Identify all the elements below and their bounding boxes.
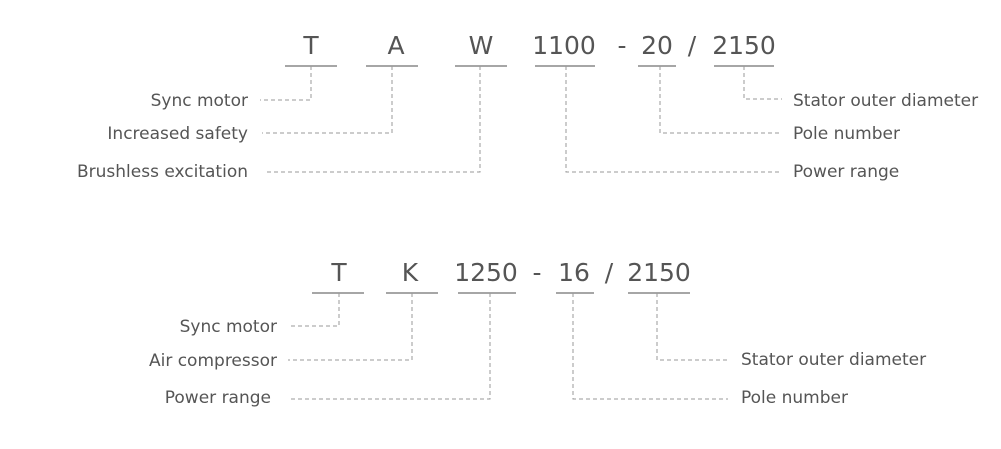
label-pole-number: Pole number (793, 124, 900, 144)
label-power-range: Power range (793, 162, 899, 182)
leader-increased-safety (262, 66, 393, 134)
code-t: T (330, 258, 347, 287)
leader-sync-motor (288, 293, 340, 327)
leader-power-range (288, 293, 491, 400)
code-hyphen: - (617, 31, 626, 60)
code-k: K (402, 258, 419, 287)
label-power-range: Power range (165, 388, 271, 408)
code-slash: / (605, 258, 614, 287)
code-t: T (302, 31, 319, 60)
code-a: A (387, 31, 404, 60)
code-power: 1250 (454, 258, 518, 287)
leader-air-compressor (288, 293, 413, 361)
label-stator-outer-diameter: Stator outer diameter (793, 91, 978, 111)
label-increased-safety: Increased safety (107, 124, 248, 144)
leader-stator-diameter (743, 66, 782, 100)
leader-stator-diameter (656, 293, 728, 361)
code-power: 1100 (532, 31, 596, 60)
label-air-compressor: Air compressor (149, 351, 277, 371)
leader-brushless-excitation (264, 66, 481, 173)
label-sync-motor: Sync motor (151, 91, 248, 111)
label-stator-outer-diameter: Stator outer diameter (741, 350, 926, 370)
label-sync-motor: Sync motor (180, 317, 277, 337)
leader-sync-motor (260, 66, 312, 101)
label-pole-number: Pole number (741, 388, 848, 408)
leader-pole-number (572, 293, 728, 400)
code-poles: 16 (558, 258, 590, 287)
code-w: W (469, 31, 494, 60)
code-diameter: 2150 (627, 258, 691, 287)
code-poles: 20 (641, 31, 673, 60)
leader-power-range (565, 66, 782, 173)
model-code-diagram-1: T A W 1100 - 20 / 2150 Sync motor Increa… (77, 31, 978, 182)
model-code-diagram-2: T K 1250 - 16 / 2150 Sync motor Air comp… (149, 258, 926, 408)
label-brushless-excitation: Brushless excitation (77, 162, 248, 182)
code-diameter: 2150 (712, 31, 776, 60)
code-hyphen: - (532, 258, 541, 287)
leader-pole-number (659, 66, 782, 134)
code-slash: / (688, 31, 697, 60)
